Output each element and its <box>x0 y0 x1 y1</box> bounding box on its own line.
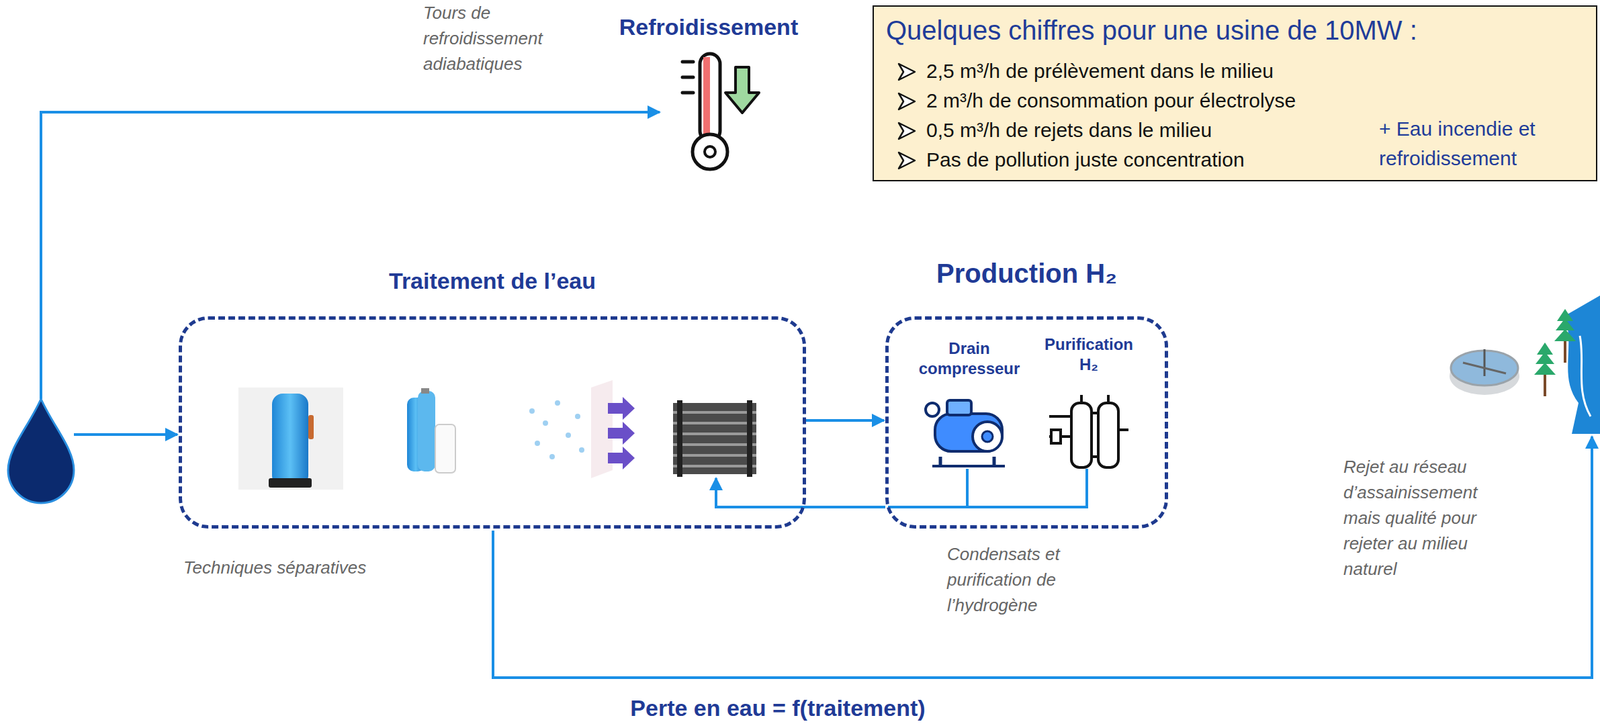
thermometer-icon <box>682 53 760 170</box>
info-item: 2,5 m³/h de prélèvement dans le milieu <box>926 59 1274 84</box>
membrane-icon <box>529 380 635 479</box>
bullet-arrow <box>896 91 917 112</box>
flow-connector <box>716 478 886 508</box>
flow-line <box>40 112 660 399</box>
clarifier-icon <box>1449 349 1520 395</box>
softener-icon <box>407 388 456 473</box>
flow-connector <box>806 419 884 422</box>
water-drop <box>8 398 74 504</box>
flow-line <box>493 436 1592 678</box>
note: Tours de refroidissement adiabatiques <box>423 0 578 77</box>
info-item: 0,5 m³/h de rejets dans le milieu <box>926 118 1212 143</box>
filter-tank-icon <box>238 387 344 490</box>
bullet-arrow <box>896 120 917 142</box>
info-box: Quelques chiffres pour une usine de 10MW… <box>872 5 1598 182</box>
group-heading: Traitement de l’eau <box>182 267 803 295</box>
group-heading: Production H₂ <box>875 257 1179 289</box>
bullet-arrow <box>896 61 917 82</box>
note: Condensats et purification de l’hydrogèn… <box>947 541 1102 618</box>
condensate-line <box>965 468 969 508</box>
info-item: Pas de pollution juste concentration <box>926 147 1245 172</box>
heat-exchanger-icon <box>673 400 757 477</box>
footer-label: Perte en eau = f(traitement) <box>509 694 1047 722</box>
info-note: + Eau incendie et refroidissement <box>1379 114 1581 174</box>
component-label: Drain compresseur <box>908 338 1030 379</box>
bullet-arrow <box>896 150 917 171</box>
note: Techniques séparatives <box>183 554 453 581</box>
compressor-icon <box>925 400 1005 467</box>
condensate-line <box>887 468 1087 508</box>
process-group: Traitement de l’eau <box>178 316 807 529</box>
note: Rejet au réseau d’assainissement mais qu… <box>1343 454 1512 582</box>
info-item: 2 m³/h de consommation pour électrolyse <box>926 88 1296 113</box>
flow-line <box>73 433 178 436</box>
info-title: Quelques chiffres pour une usine de 10MW… <box>885 14 1418 46</box>
component-label: Purification H₂ <box>1035 334 1143 375</box>
process-group: Production H₂Drain compresseurPurificati… <box>885 316 1169 529</box>
river-icon <box>1534 295 1600 434</box>
purifier-icon <box>1049 394 1129 468</box>
section-title: Refroidissement <box>607 13 810 41</box>
